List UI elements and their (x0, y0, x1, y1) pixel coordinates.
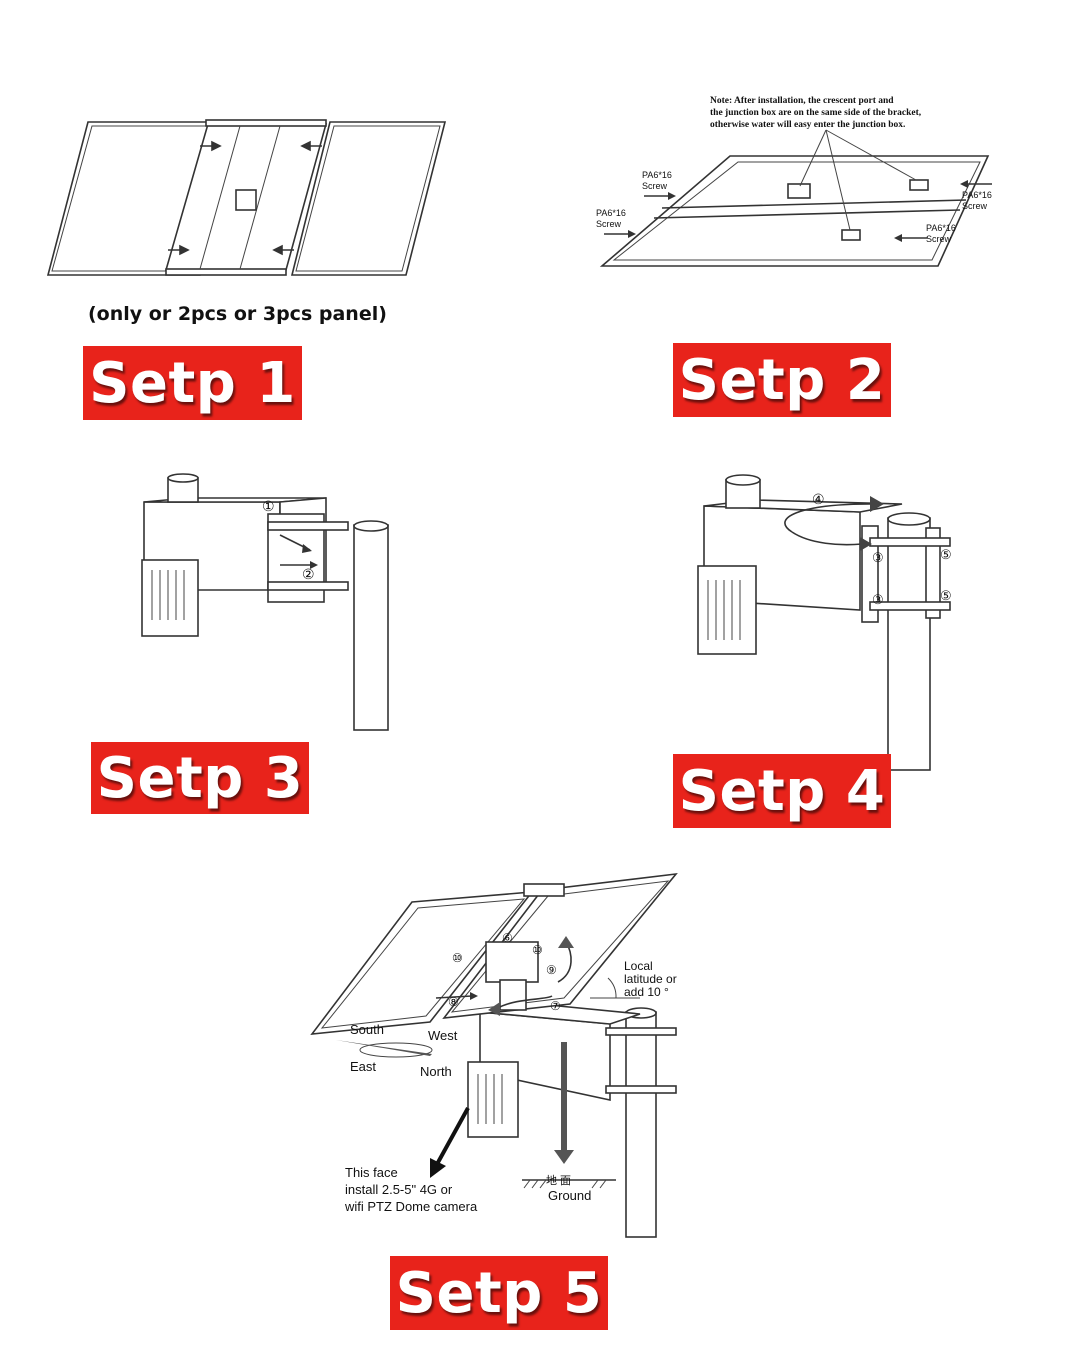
compass-disc (359, 1042, 433, 1058)
ground-chars: 地 面 (546, 1174, 571, 1187)
step3-banner: Setp 3 (91, 742, 309, 814)
face-line-2: install 2.5-5" 4G or (345, 1182, 453, 1197)
face-line-1: This face (345, 1165, 398, 1180)
angle-line-1: Local (624, 959, 653, 973)
assembly-arrows (168, 140, 322, 256)
junction-box (235, 189, 257, 211)
marker-1: ① (262, 498, 275, 514)
compass-west: West (428, 1028, 458, 1043)
step2-banner: Setp 2 (673, 343, 891, 417)
step4-banner: Setp 4 (673, 754, 891, 828)
wall-plate (141, 559, 199, 637)
step1-banner: Setp 1 (83, 346, 302, 420)
marker-7: ⑦ (550, 999, 561, 1013)
angle-line-3: add 10 ° (624, 985, 669, 999)
clamp-plate (861, 525, 879, 623)
right-solar-panel (290, 121, 447, 276)
step1-panel-diagram (46, 119, 447, 276)
marker-3-top: ③ (872, 550, 884, 565)
compass-east: East (350, 1059, 376, 1074)
note-line-2: the junction box are on the same side of… (710, 108, 922, 118)
marker-6: ⑥ (502, 931, 513, 945)
screw-label-4b: Screw (926, 234, 952, 244)
wall-plate (467, 1061, 519, 1138)
note-line-1: Note: After installation, the crescent p… (710, 96, 894, 106)
pole (887, 517, 931, 771)
step1-caption: (only or 2pcs or 3pcs panel) (88, 303, 387, 325)
screw-label-1a: PA6*16 (642, 170, 672, 180)
wall-plate (697, 565, 757, 655)
bracket-mount (787, 183, 811, 199)
marker-5-top: ⑤ (940, 547, 952, 562)
marker-5-bottom: ⑤ (940, 588, 952, 603)
marker-10-right: ⑩ (532, 943, 543, 957)
marker-4: ④ (812, 491, 825, 507)
u-bolt-bottom (869, 601, 951, 611)
compass-south: South (350, 1022, 384, 1037)
panel-frame (599, 155, 990, 267)
marker-9: ⑨ (546, 963, 557, 977)
screw-label-4a: PA6*16 (926, 223, 956, 233)
screw-label-2a: PA6*16 (596, 208, 626, 218)
marker-3-bottom: ③ (872, 592, 884, 607)
screw-label-1b: Screw (642, 181, 668, 191)
angle-line-2: latitude or (624, 972, 677, 986)
step2-panel-diagram: Note: After installation, the crescent p… (596, 96, 992, 267)
screw-label-2b: Screw (596, 219, 622, 229)
mount-head (485, 941, 539, 983)
solar-panel-left (310, 891, 534, 1035)
screw-label-3b: Screw (962, 201, 988, 211)
marker-10-left: ⑩ (452, 951, 463, 965)
step4-bracket-diagram: ④ ③ ③ ⑤ ⑤ (697, 474, 952, 771)
compass-north: North (420, 1064, 452, 1079)
marker-2: ② (302, 566, 315, 582)
step5-assembly-diagram: Local latitude or add 10 ° ⑩ ⑥ ⑩ ⑨ ⑧ ⑦ S… (310, 872, 678, 1238)
note-line-3: otherwise water will easy enter the junc… (710, 120, 905, 130)
face-line-3: wifi PTZ Dome camera (344, 1199, 478, 1214)
ground-label: Ground (548, 1188, 591, 1203)
step3-bracket-diagram: ① ② (141, 473, 389, 731)
pole (353, 524, 389, 731)
screw-label-3a: PA6*16 (962, 190, 992, 200)
marker-8: ⑧ (448, 995, 459, 1009)
pole (625, 1011, 657, 1238)
u-bolt-top (869, 537, 951, 547)
step5-banner: Setp 5 (390, 1256, 608, 1330)
